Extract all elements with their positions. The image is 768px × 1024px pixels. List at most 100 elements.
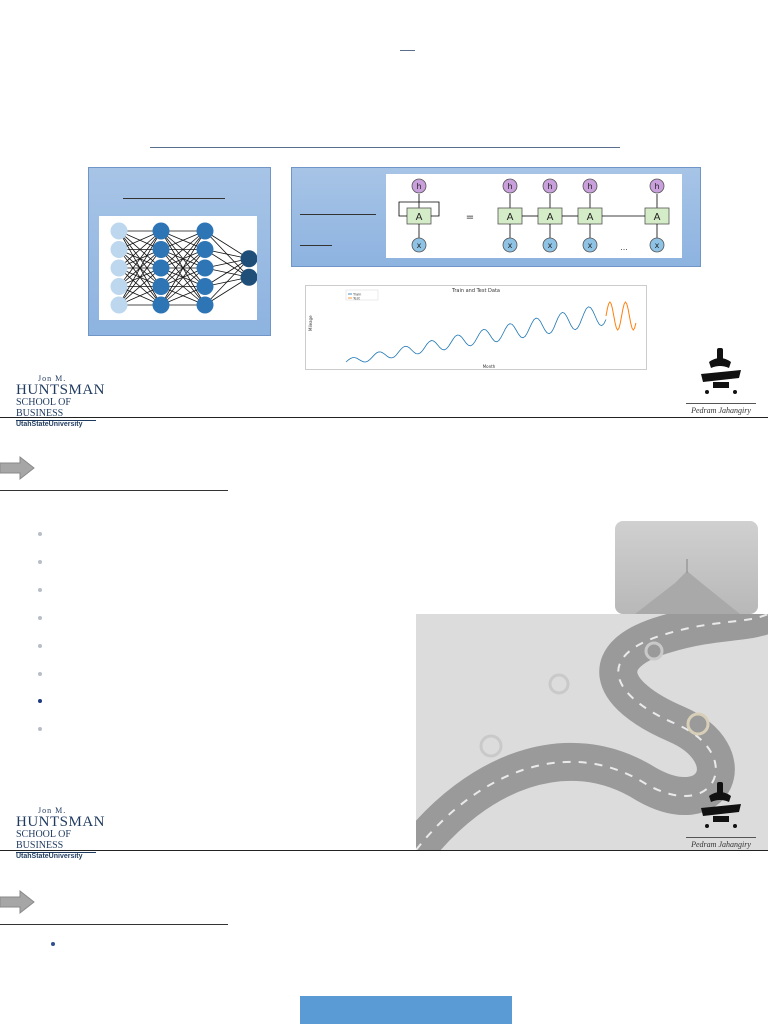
logo-line-3: SCHOOL OF BUSINESS [16, 829, 71, 851]
chart-ylabel: Mileage [308, 315, 313, 331]
nn-edge [160, 249, 206, 306]
nn-edge [160, 230, 206, 287]
nn-edge [118, 230, 162, 306]
nn-node [240, 250, 257, 268]
nn-node [152, 222, 170, 240]
bullet-7-active [38, 699, 42, 703]
nn-edge [204, 230, 250, 260]
logo-line-4: UtahStateUniversity [16, 420, 96, 428]
nn-node [110, 296, 128, 314]
logo-line-1: Jon M. [38, 806, 67, 815]
input-node [542, 237, 558, 253]
rnn-unrolled-diagram: hAx=hAxhAxhAxhAx... [386, 174, 682, 258]
logo-line-2: HUNTSMAN [16, 382, 106, 398]
hidden-state-node [649, 178, 665, 194]
neural-network-diagram [99, 216, 257, 320]
huntsman-logo: Jon M. HUNTSMAN SCHOOL OF BUSINESS UtahS… [16, 374, 106, 428]
nn-edge [118, 230, 162, 269]
nn-node [196, 296, 214, 314]
arrow-right-icon [0, 455, 35, 481]
input-label: x [508, 241, 513, 250]
legend-train: Train [352, 293, 361, 297]
nn-node [196, 222, 214, 240]
nn-edge [160, 267, 206, 306]
hidden-state-node [542, 178, 558, 194]
nn-edge [118, 249, 162, 306]
signature-text: Pedram Jahangiry [686, 837, 756, 849]
test-series-line [605, 301, 637, 331]
input-node [502, 237, 518, 253]
rnn-caption-line-2 [300, 245, 332, 246]
hidden-state-label: h [587, 182, 592, 191]
input-label: x [417, 241, 422, 250]
map-pin-icon [479, 641, 710, 758]
neural-network-panel [88, 167, 271, 336]
bullet-2 [38, 560, 42, 564]
calligraphy-emblem-icon [701, 348, 741, 394]
logo-line-3: SCHOOL OF BUSINESS [16, 397, 71, 419]
input-label: x [548, 241, 553, 250]
panel-heading-line [123, 198, 225, 199]
huntsman-logo-2: Jon M. HUNTSMAN SCHOOL OF BUSINESS UtahS… [16, 806, 106, 860]
nn-edge [118, 230, 162, 287]
recurrent-loop [398, 201, 440, 217]
hidden-state-node [582, 178, 598, 194]
nn-node [152, 259, 170, 277]
ellipsis: ... [620, 243, 628, 252]
nn-node [240, 268, 257, 286]
hidden-state-node [411, 178, 427, 194]
section-underline [0, 924, 228, 925]
jahangiry-logo: Pedram Jahangiry [686, 346, 756, 415]
jahangiry-logo-2: Pedram Jahangiry [686, 780, 756, 849]
hidden-state-label: h [654, 182, 659, 191]
logo-line-4: UtahStateUniversity [16, 852, 96, 860]
nn-edge [160, 230, 206, 269]
logo-line-2: HUNTSMAN [16, 814, 106, 830]
nn-node [152, 278, 170, 295]
nn-node [110, 259, 128, 277]
blue-banner-block [300, 996, 512, 1024]
nn-node [110, 241, 128, 258]
rnn-cell-label: A [416, 212, 423, 223]
slide-divider-2 [0, 850, 768, 851]
bullet-6 [38, 672, 42, 676]
section-underline [0, 490, 228, 491]
chart-title: Train and Test Data [451, 288, 500, 294]
nn-edge [118, 267, 162, 306]
signature-text: Pedram Jahangiry [686, 403, 756, 415]
nn-edge [204, 258, 250, 306]
rnn-cell-label: A [547, 212, 554, 223]
rnn-cell-label: A [587, 212, 594, 223]
bullet-3 [38, 588, 42, 592]
bullet-5 [38, 644, 42, 648]
train-series-line [345, 306, 607, 363]
calligraphy-emblem-icon [701, 782, 741, 828]
nn-node [110, 222, 128, 240]
bullet-8 [38, 727, 42, 731]
nn-node [196, 259, 214, 277]
train-test-chart: Train and Test Data Mileage Month Train … [305, 285, 647, 370]
title-divider [150, 147, 620, 148]
input-node [582, 237, 598, 253]
arrow-right-icon [0, 889, 35, 915]
input-node [411, 237, 427, 253]
input-node [649, 237, 665, 253]
rnn-caption-line-1 [300, 214, 376, 215]
slide-divider-1 [0, 417, 768, 418]
input-label: x [655, 241, 660, 250]
nn-node [152, 296, 170, 314]
nn-node [196, 241, 214, 258]
title-underline-short [400, 50, 415, 51]
logo-line-1: Jon M. [38, 374, 67, 383]
hidden-state-label: h [507, 182, 512, 191]
mountain-flag-image [615, 521, 758, 614]
nn-edge [160, 230, 206, 306]
legend-test: Test [352, 297, 361, 301]
nn-edge [204, 276, 250, 306]
bullet-1 [51, 942, 55, 946]
rnn-cell-label: A [507, 212, 514, 223]
hidden-state-node [502, 178, 518, 194]
nn-node [196, 278, 214, 295]
chart-xlabel: Month [483, 364, 496, 369]
